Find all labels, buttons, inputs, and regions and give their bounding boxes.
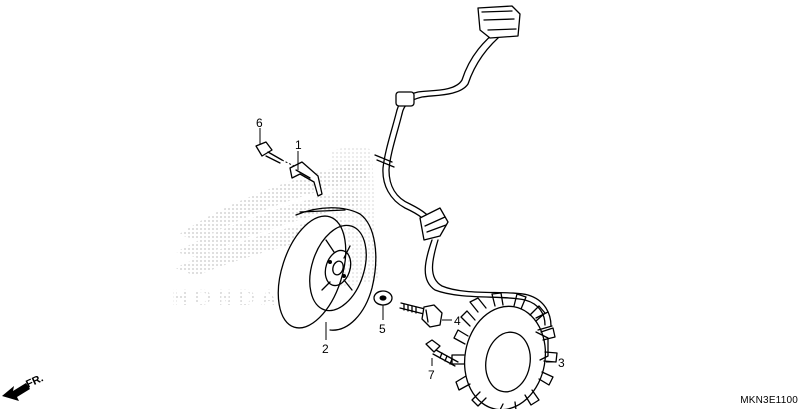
callout-6: 6 — [256, 116, 263, 130]
part-4-flange-bolt[interactable] — [399, 302, 443, 328]
diagram-code: MKN3E1100 — [740, 395, 798, 406]
honda-wing-watermark: HONDA — [172, 146, 378, 310]
wire-harness — [374, 5, 553, 331]
leader-lines — [259, 128, 556, 366]
part-3-stator[interactable] — [451, 292, 558, 411]
honda-watermark-lettering: HONDA — [172, 285, 283, 310]
part-6-bolt[interactable] — [255, 141, 295, 167]
harness-clamp — [395, 91, 415, 107]
part-1-bracket[interactable] — [289, 161, 323, 197]
callout-5: 5 — [379, 322, 386, 336]
callout-4: 4 — [454, 314, 461, 328]
callout-3: 3 — [558, 356, 565, 370]
callout-1: 1 — [295, 138, 302, 152]
part-2-flywheel[interactable] — [266, 207, 377, 337]
front-direction-label: FR. — [24, 372, 45, 390]
callout-7: 7 — [428, 368, 435, 382]
part-5-washer[interactable] — [373, 290, 393, 306]
front-direction-arrow: FR. — [2, 372, 45, 401]
callout-2: 2 — [322, 342, 329, 356]
part-7-bolt[interactable] — [425, 339, 459, 367]
